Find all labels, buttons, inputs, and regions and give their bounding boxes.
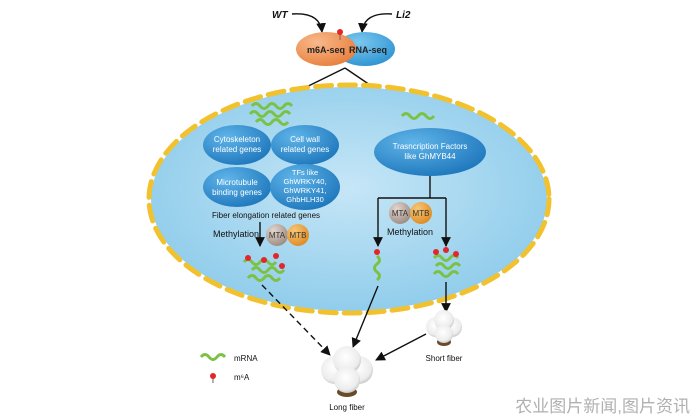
right-methylation-label: Methylation [387,227,433,237]
tf-myb44-bubble [374,128,486,176]
left-methylation-label: Methylation [213,229,259,239]
left-mta-label: MTA [269,231,286,240]
right-cluster-m6a-mark-2 [443,247,449,253]
seq-m6a-pin-icon [337,29,343,35]
cytoskeleton-bubble [203,125,271,165]
legend-m6a-icon [210,373,216,379]
microtubule-line-1: Microtubule [216,178,258,187]
tfs-line-4: GhbHLH30 [286,195,324,204]
long-fiber-label: Long fiber [329,403,365,412]
short-fiber-label: Short fiber [426,354,463,363]
left-m6a-mark-1 [245,255,251,261]
left-m6a-mark-3 [279,263,285,269]
right-mtb-label: MTB [413,209,430,218]
m6a-seq-label: m6A-seq [307,45,345,55]
mrna-squiggle-right [400,112,436,120]
right-mtb-ball [410,202,432,224]
left-m6a-mark-4 [261,257,267,263]
short-fiber-cotton-icon [426,310,462,346]
cell-wall-bubble [271,125,339,165]
tfs-line-2: GhWRKY40, [284,177,327,186]
tfs-line-3: GhWRKY41, [284,186,327,195]
dashed-arrow-to-long-fiber [261,284,331,356]
microtubule-bubble [203,167,271,207]
wt-arrow [291,13,326,33]
tfs-bubble [270,164,340,210]
legend-mrna-icon [199,353,227,361]
wt-label: WT [272,10,288,21]
fiber-elongation-label: Fiber elongation related genes [212,211,320,220]
right-mta-ball [389,202,411,224]
mrna-squiggle-3 [254,118,290,126]
cytoskeleton-line-2: related genes [213,145,261,154]
left-mta-ball [266,224,288,246]
microtubule-line-2: binding genes [212,188,262,197]
rna-seq-label: RNA-seq [349,45,387,55]
li2-label: Li2 [396,10,411,21]
mrna-squiggle-1 [250,102,294,110]
cell-wall-line-2: related genes [281,145,329,154]
right-cluster-mrna-3 [432,270,460,278]
left-m6a-mark-2 [273,253,279,259]
long-fiber-cotton-icon [321,346,373,397]
cell-membrane [146,82,552,316]
tf-myb44-line-1: Trasncription Factors [393,142,468,151]
left-mtb-label: MTB [290,231,307,240]
left-mrna-3 [246,274,282,282]
legend-m6a-label: m⁶A [234,373,250,382]
left-mrna-2 [250,266,286,274]
right-mta-label: MTA [392,209,409,218]
left-mtb-ball [287,224,309,246]
right-cluster-mrna-2 [434,262,462,270]
cell-wall-line-1: Cell wall [290,135,320,144]
watermark-text: 农业图片新闻,图片资讯 [515,397,690,416]
arrow-short-to-long-fiber [375,333,427,361]
li2-arrow [358,13,393,33]
right-cluster-m6a-mark-3 [453,251,459,257]
cytoskeleton-line-1: Cytoskeleton [214,135,260,144]
tf-myb44-line-2: like GhMYB44 [404,152,456,161]
right-single-mrna [373,254,381,282]
right-cluster-m6a-mark-1 [433,249,439,255]
arrow-single-to-long-fiber [351,285,379,348]
right-single-m6a-mark [374,249,380,255]
legend-mrna-label: mRNA [234,354,258,363]
mrna-squiggle-2 [248,110,292,118]
m6a-seq-oval [296,32,356,66]
tfs-line-1: TFs like [292,168,318,177]
